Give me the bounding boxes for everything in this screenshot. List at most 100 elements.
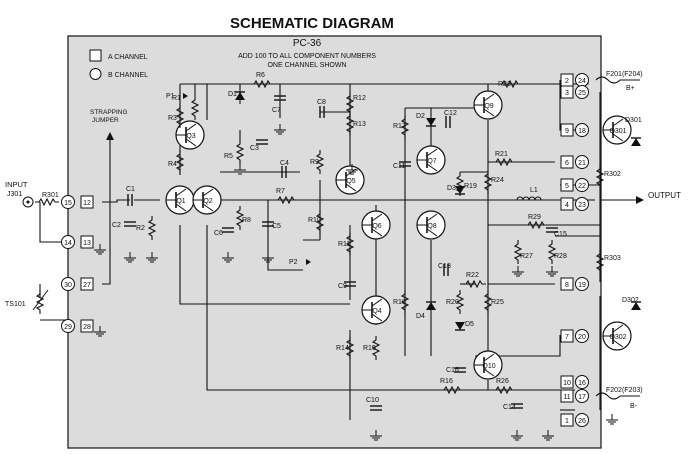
ground-symbol-3: [222, 252, 234, 263]
transistor-q10: Q10: [473, 350, 503, 380]
label-r12: R12: [353, 95, 366, 102]
label-r301: R301: [42, 192, 59, 199]
note-line-1: ADD 100 TO ALL COMPONENT NUMBERS: [238, 53, 376, 60]
label-r29: R29: [528, 214, 541, 221]
transistor-q2: Q2: [192, 185, 222, 215]
terminal-square-13: [80, 235, 94, 249]
label-r15: R15: [363, 345, 376, 352]
label-c14: C14: [503, 404, 516, 411]
diode-d1: [235, 91, 245, 100]
pc-board: [67, 35, 602, 449]
input-label: INPUT: [5, 180, 28, 189]
resistor-r1: [190, 96, 200, 120]
capacitor-c9: [344, 281, 356, 287]
resistor-r28: [547, 240, 557, 264]
label-c5: C5: [272, 223, 281, 230]
wire-12: [206, 225, 575, 391]
label-c7: C7: [272, 107, 281, 114]
output-label: OUTPUT: [648, 191, 681, 200]
resistor-r27: [513, 240, 523, 264]
inductor-l1: [516, 196, 542, 201]
label-r25: R25: [491, 299, 504, 306]
terminal-square-4: [560, 197, 574, 211]
diode-d301: [631, 137, 641, 146]
fuse-top-icon: [595, 76, 621, 84]
ground-symbol-7: [346, 164, 358, 175]
label-p2: P2: [289, 259, 298, 266]
resistor-r13: [345, 112, 355, 136]
label-q9: Q9: [484, 103, 493, 110]
label-r1: R1: [172, 95, 181, 102]
label-d302: D302: [622, 297, 639, 304]
resistor-r18: [400, 290, 410, 314]
resistor-r303: [595, 250, 605, 274]
capacitor-c3: [256, 139, 268, 145]
terminal-label-b-25: 25: [578, 90, 586, 97]
pot-wiper-p1: [183, 93, 188, 99]
resistor-r9: [315, 150, 325, 174]
label-q3: Q3: [186, 133, 195, 140]
legend-b-channel: B CHANNEL: [108, 72, 148, 79]
label-r18: R18: [393, 299, 406, 306]
diode-d302: [631, 301, 641, 310]
input-jack-center: [26, 200, 30, 204]
label-q7: Q7: [427, 158, 436, 165]
label-r24: R24: [491, 177, 504, 184]
capacitor-c13: [443, 264, 449, 276]
label-r303: R303: [604, 255, 621, 262]
terminal-label-b-26: 26: [578, 418, 586, 425]
capacitor-c7: [274, 95, 286, 101]
wire-6: [180, 83, 196, 96]
resistor-r23: [498, 79, 522, 89]
resistor-r8: [235, 206, 245, 230]
terminal-label-a-12: 12: [83, 200, 91, 207]
resistor-r3: [175, 104, 185, 128]
wire-25: [475, 335, 561, 357]
terminal-circle-18: [575, 123, 589, 137]
terminal-square-3: [560, 85, 574, 99]
label-r14: R14: [336, 345, 349, 352]
terminal-square-12: [80, 195, 94, 209]
transistor-q302: Q302: [602, 321, 632, 351]
label-c4: C4: [280, 160, 289, 167]
label-ts101: TS101: [5, 301, 26, 308]
label-q5: Q5: [346, 178, 355, 185]
label-r16: R16: [440, 378, 453, 385]
fuse-bottom-icon: [595, 392, 621, 400]
terminal-square-5: [560, 178, 574, 192]
terminal-square-28: [80, 319, 94, 333]
label-r13: R13: [353, 121, 366, 128]
transistor-q4: Q4: [361, 295, 391, 325]
label-q301: Q301: [609, 128, 626, 135]
capacitor-c15: [546, 227, 558, 233]
terminal-circle-14: [61, 235, 75, 249]
terminal-label-b-21: 21: [578, 160, 586, 167]
terminal-circle-30: [61, 277, 75, 291]
resistor-r16: [440, 385, 464, 395]
terminal-label-a-8: 8: [565, 282, 569, 289]
terminal-label-a-6: 6: [565, 160, 569, 167]
label-c16: C16: [446, 367, 459, 374]
label-c2: C2: [112, 222, 121, 229]
terminal-label-b-15: 15: [64, 200, 72, 207]
terminal-circle-17: [575, 389, 589, 403]
pot-wiper-p2: [306, 259, 311, 265]
transistor-q1: Q1: [165, 185, 195, 215]
label-c9: C9: [338, 283, 347, 290]
label-r2: R2: [136, 225, 145, 232]
label-c8: C8: [317, 99, 326, 106]
ground-symbol-11: [546, 266, 558, 277]
resistor-r12: [345, 92, 355, 116]
terminal-label-b-14: 14: [64, 240, 72, 247]
terminal-circle-15: [61, 195, 75, 209]
label-r6: R6: [256, 72, 265, 79]
label-r5: R5: [224, 153, 233, 160]
strapping-label: STRAPPING: [90, 109, 128, 116]
terminal-label-b-22: 22: [578, 183, 586, 190]
input-jack-label: J301: [7, 191, 22, 198]
terminal-label-a-5: 5: [565, 183, 569, 190]
label-p1: P1: [166, 93, 175, 100]
capacitor-c10: [370, 405, 382, 411]
